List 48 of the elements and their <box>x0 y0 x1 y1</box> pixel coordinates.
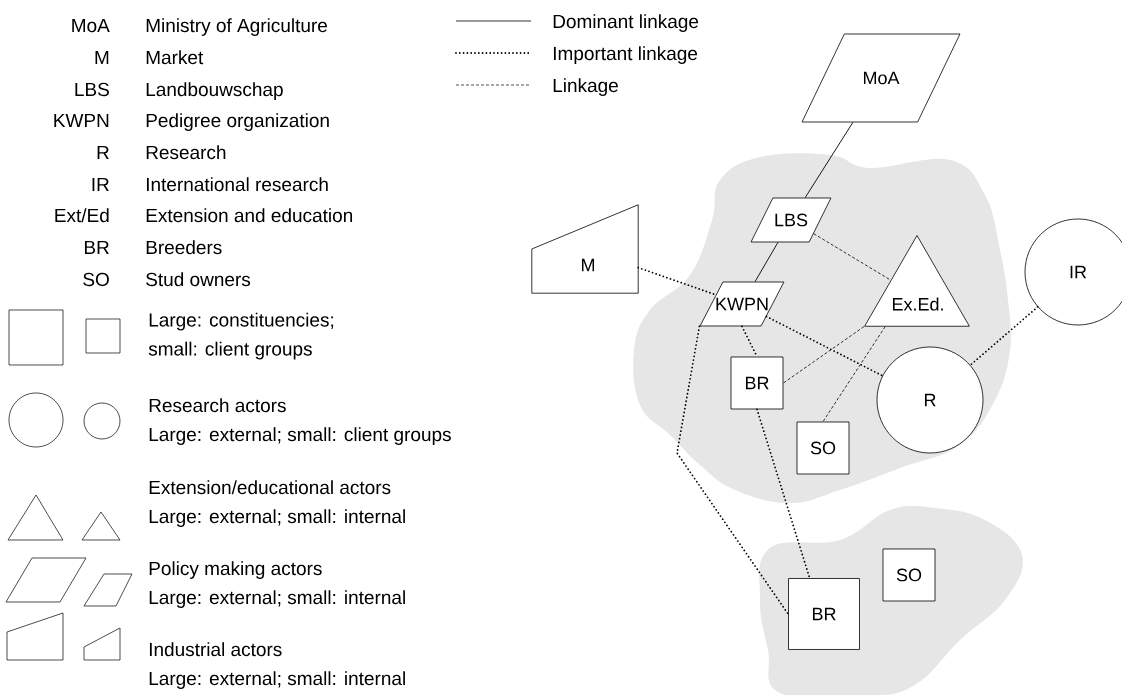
abbreviation: SO <box>83 272 109 287</box>
linkage-line <box>804 121 854 199</box>
legend-text: Stud owners <box>146 272 251 287</box>
legend-text: Market <box>146 50 204 65</box>
abbreviation: R <box>97 145 109 159</box>
legend-text: International research <box>146 177 328 192</box>
legend-entry: Dominant linkage <box>455 14 699 32</box>
legend-entry: Linkage <box>455 78 618 96</box>
legend-text: Extension and education <box>146 208 352 223</box>
legend-text: Large: external; small: client groups <box>149 427 451 445</box>
parallelogram-node: MoA <box>801 33 961 123</box>
legend-text: Large: external; small: internal <box>149 671 405 689</box>
legend-entry: Important linkage <box>455 46 698 64</box>
legend-text: Breeders <box>146 240 222 255</box>
trapezoid-node: M <box>531 204 639 294</box>
abbreviation: MoA <box>72 18 110 33</box>
linkage-line <box>822 326 886 422</box>
legend-text: Pedigree organization <box>146 113 329 131</box>
linkage-line <box>813 233 892 281</box>
linkage-line <box>765 315 884 377</box>
legend-text: Research <box>146 145 226 160</box>
legend-text: Large: external; small: internal <box>149 590 405 608</box>
legend-entry: Industrial actors <box>6 612 282 661</box>
circle-node: R <box>876 346 984 454</box>
square-node: SO <box>882 548 936 602</box>
linkage-line <box>969 306 1039 366</box>
linkage-line <box>783 326 865 384</box>
abbreviation: IR <box>92 177 109 191</box>
legend-text: Ministry of Agriculture <box>146 18 327 36</box>
abbreviation: LBS <box>75 82 109 97</box>
legend-entry: Large: constituencies; small: client groups <box>8 309 334 366</box>
abbreviation: KWPN <box>54 113 109 127</box>
linkage-line <box>637 266 717 296</box>
square-node: BR <box>788 578 860 650</box>
legend-text: Large: external; small: internal <box>149 509 405 527</box>
parallelogram-node: KWPN <box>699 281 785 327</box>
linkage-line <box>754 241 779 283</box>
square-node: SO <box>796 421 850 475</box>
abbreviation: M <box>95 50 109 64</box>
abbreviation: BR <box>84 240 109 254</box>
triangle-node: Ex.Ed. <box>864 235 970 327</box>
parallelogram-node: LBS <box>750 197 832 243</box>
square-node: BR <box>730 356 784 410</box>
linkage-line <box>676 325 789 615</box>
linkage-line <box>756 408 811 579</box>
linkage-line <box>741 325 758 358</box>
legend-text: Landbouwschap <box>146 82 283 100</box>
abbreviation: Ext/Ed <box>55 208 109 223</box>
